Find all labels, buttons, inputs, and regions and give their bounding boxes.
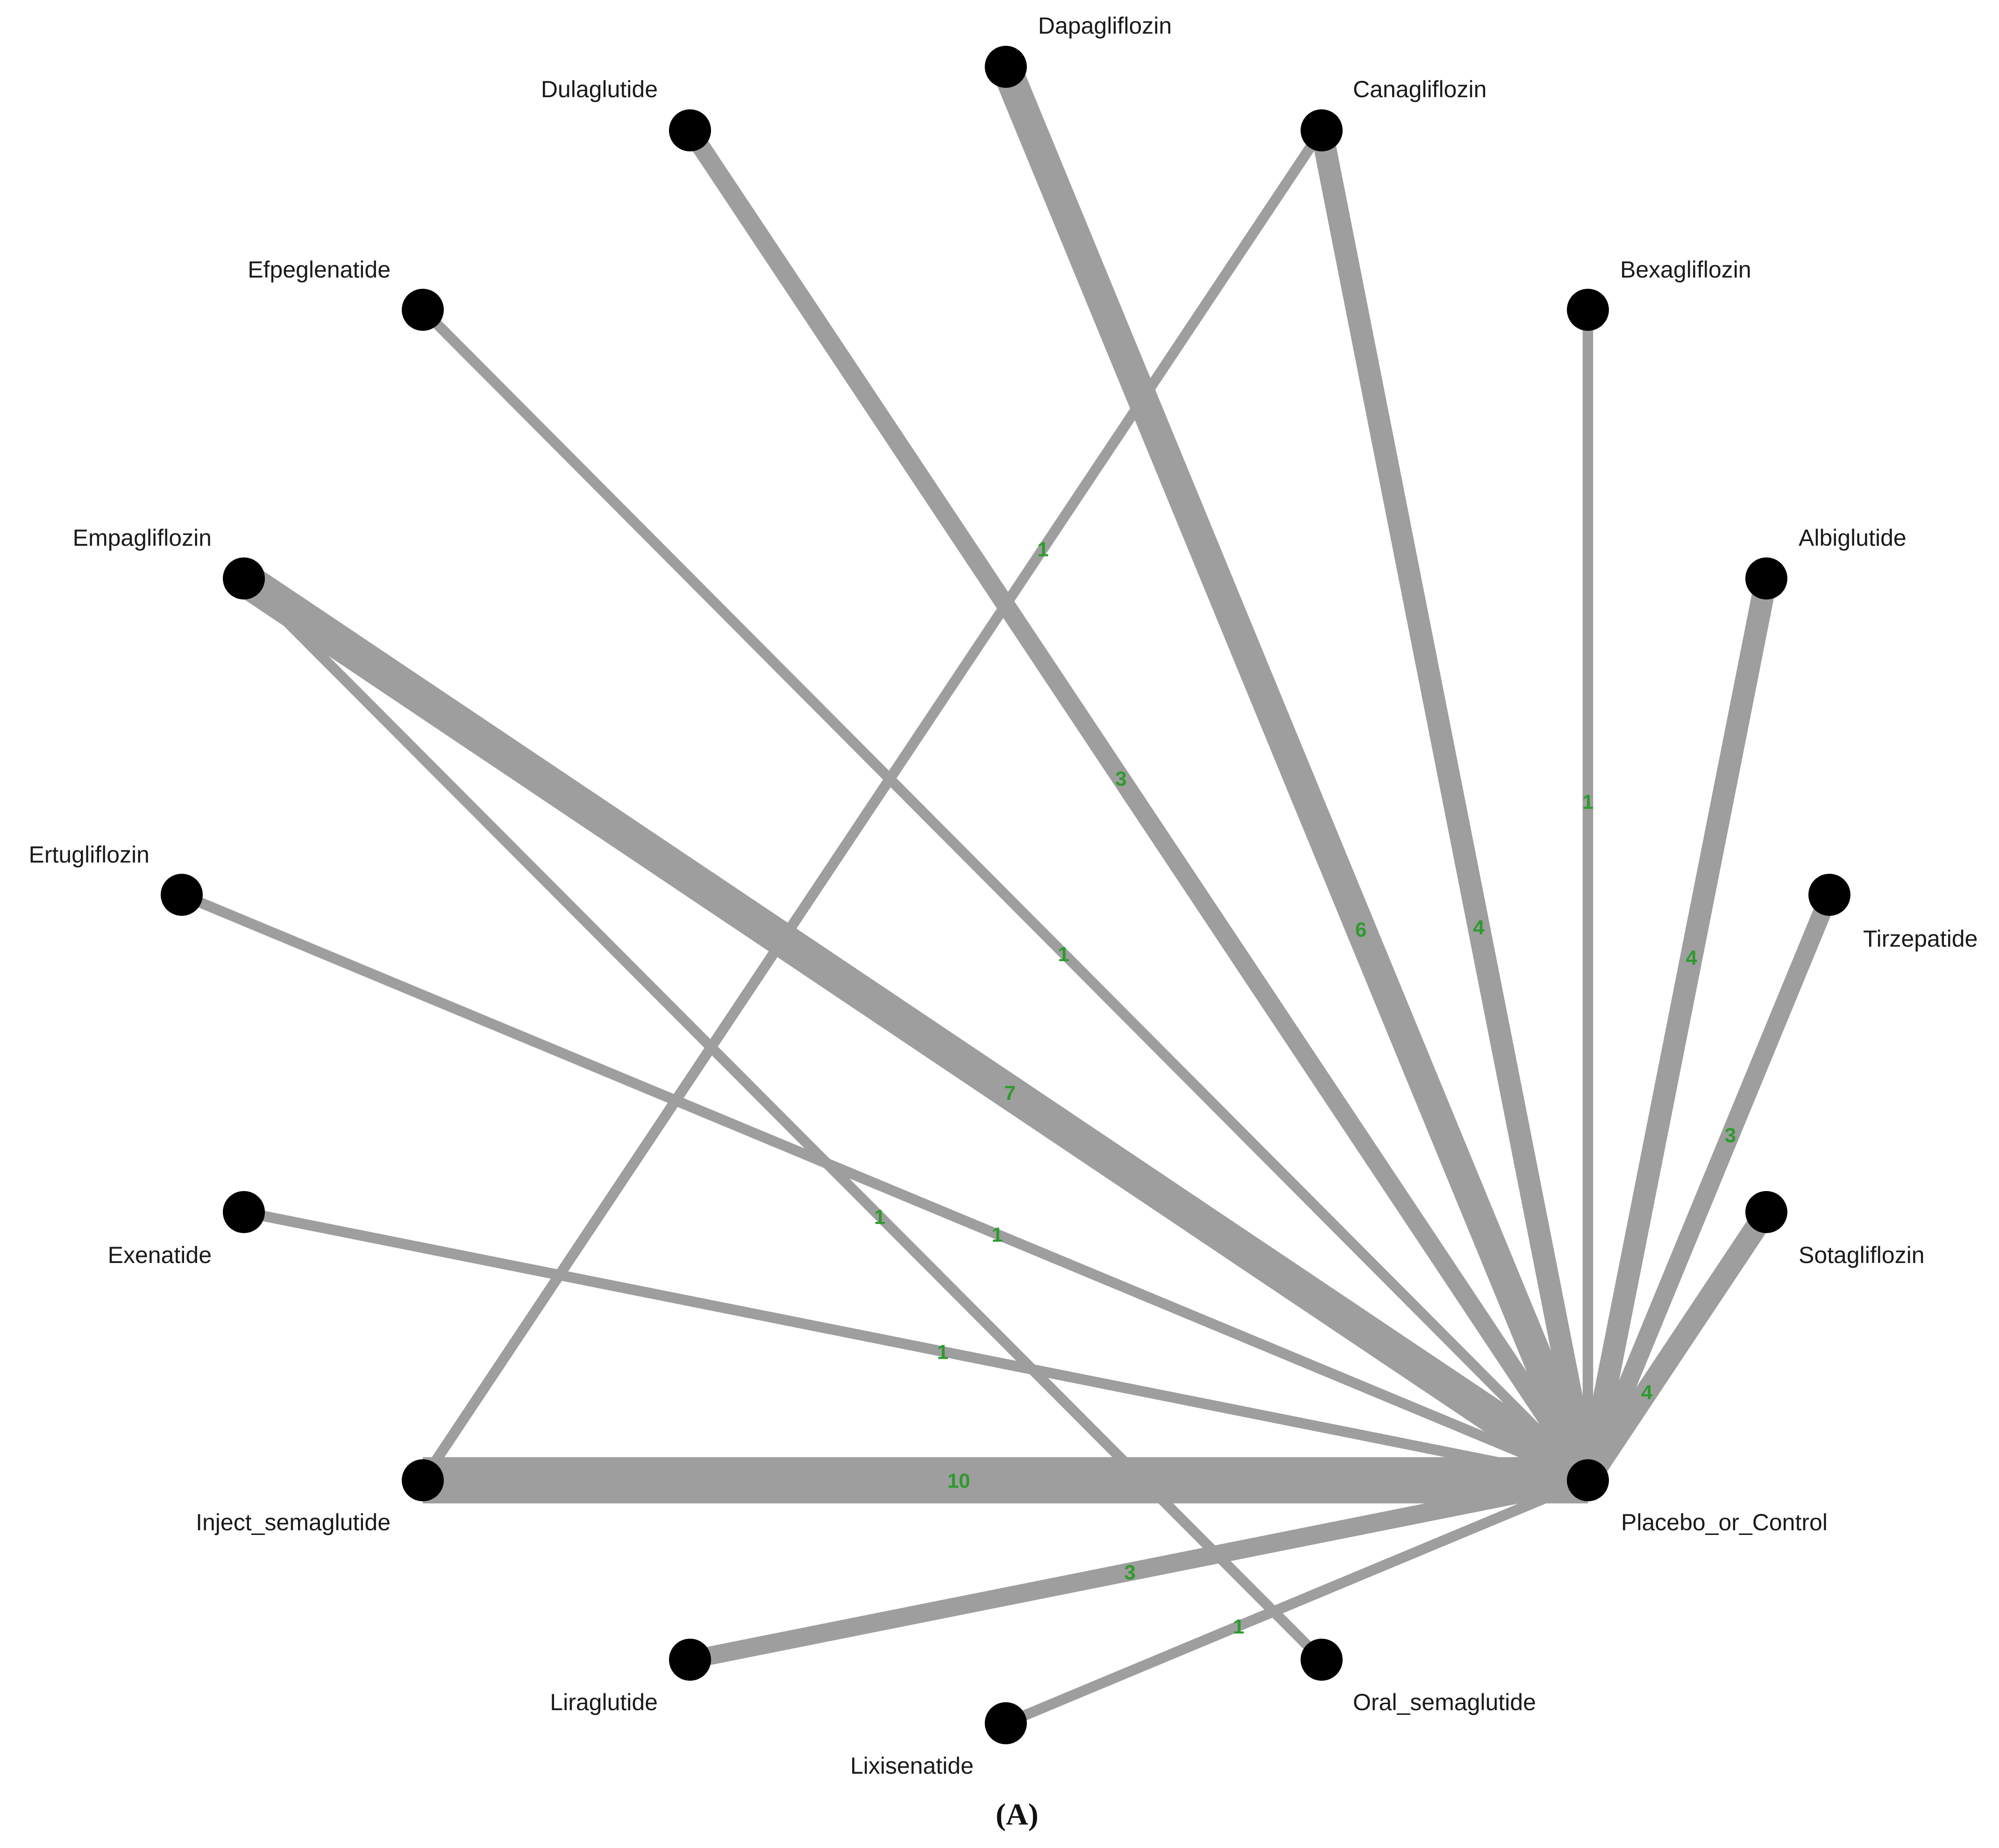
edge-label-empagliflozin-placebo: 7	[1004, 1082, 1016, 1105]
node-canagliflozin	[1301, 109, 1343, 151]
node-label-efpeglenatide: Efpeglenatide	[248, 257, 391, 283]
edge-canagliflozin-inject_semaglutide	[418, 127, 1326, 1484]
node-label-bexagliflozin: Bexagliflozin	[1620, 257, 1751, 283]
edge-label-inject_semaglutide-placebo: 10	[947, 1470, 970, 1492]
node-placebo	[1567, 1459, 1609, 1501]
node-label-dapagliflozin: Dapagliflozin	[1038, 13, 1172, 39]
node-label-tirzepatide: Tirzepatide	[1863, 926, 1978, 952]
edge-label-exenatide-placebo: 1	[937, 1341, 948, 1363]
edge-dulaglutide-placebo	[682, 125, 1596, 1485]
node-label-empagliflozin: Empagliflozin	[73, 525, 212, 551]
edge-label-ertugliflozin-placebo: 1	[992, 1224, 1003, 1247]
node-label-inject_semaglutide: Inject_semaglutide	[196, 1509, 391, 1535]
node-label-dulaglutide: Dulaglutide	[541, 76, 658, 102]
edges-layer	[179, 61, 1838, 1728]
node-oral_semaglutide	[1301, 1639, 1343, 1681]
edge-label-sotagliflozin-placebo: 4	[1641, 1381, 1653, 1404]
edge-label-lixisenatide-placebo: 1	[1233, 1615, 1244, 1638]
edge-label-canagliflozin-placebo: 4	[1473, 916, 1485, 939]
node-bexagliflozin	[1567, 289, 1609, 331]
edge-canagliflozin-placebo	[1310, 128, 1599, 1483]
edge-label-liraglutide-placebo: 3	[1124, 1561, 1136, 1584]
node-dulaglutide	[669, 109, 711, 151]
edge-empagliflozin-placebo	[234, 564, 1598, 1495]
edge-ertugliflozin-placebo	[179, 890, 1590, 1485]
edge-efpeglenatide-placebo	[419, 306, 1592, 1484]
node-labels-layer: Placebo_or_Control DapagliflozinDulagluti…	[29, 13, 1978, 1779]
node-efpeglenatide	[402, 289, 444, 331]
node-label-canagliflozin: Canagliflozin	[1353, 76, 1487, 102]
edge-label-bexagliflozin-placebo: 1	[1582, 791, 1594, 813]
edge-lixisenatide-placebo	[1003, 1475, 1590, 1728]
edge-exenatide-placebo	[242, 1206, 1589, 1486]
node-albiglutide	[1745, 557, 1787, 599]
node-ertugliflozin	[161, 874, 203, 916]
edge-label-dapagliflozin-placebo: 6	[1355, 918, 1366, 941]
node-label-ertugliflozin: Ertugliflozin	[29, 842, 149, 868]
node-tirzepatide	[1808, 874, 1850, 916]
node-lixisenatide	[985, 1702, 1027, 1744]
edge-tirzepatide-placebo	[1579, 891, 1838, 1484]
edge-label-albiglutide-placebo: 4	[1686, 947, 1697, 970]
edge-label-canagliflozin-inject_semaglutide: 1	[1037, 538, 1048, 561]
node-label-albiglutide: Albiglutide	[1799, 525, 1907, 551]
edge-albiglutide-placebo	[1577, 576, 1778, 1483]
node-label-oral_semaglutide: Oral_semaglutide	[1353, 1689, 1536, 1715]
edge-sotagliflozin-placebo	[1579, 1206, 1776, 1487]
node-label-liraglutide: Liraglutide	[550, 1689, 658, 1715]
edge-liraglutide-placebo	[688, 1471, 1590, 1669]
edge-label-dulaglutide-placebo: 3	[1115, 768, 1126, 791]
figure-caption: (A)	[996, 1798, 1039, 1832]
node-sotagliflozin	[1745, 1191, 1787, 1233]
node-label-exenatide: Exenatide	[108, 1242, 212, 1268]
edge-label-efpeglenatide-placebo: 1	[1058, 943, 1069, 966]
node-exenatide	[223, 1191, 265, 1233]
node-label-placebo: Placebo_or_Control	[1621, 1509, 1828, 1535]
node-empagliflozin	[223, 557, 265, 599]
edge-label-empagliflozin-oral_semaglutide: 1	[874, 1206, 885, 1228]
node-inject_semaglutide	[402, 1459, 444, 1501]
node-label-sotagliflozin: Sotagliflozin	[1799, 1242, 1925, 1268]
edge-labels-layer: 6 3 4 1 1 1 7 1 4 1 3 1 4 10 3 1	[874, 538, 1736, 1638]
edge-dapagliflozin-placebo	[991, 61, 1602, 1486]
edge-label-tirzepatide-placebo: 3	[1725, 1124, 1736, 1147]
node-label-lixisenatide: Lixisenatide	[850, 1753, 974, 1779]
node-liraglutide	[669, 1639, 711, 1681]
node-dapagliflozin	[985, 46, 1027, 88]
nodes-layer	[161, 46, 1850, 1744]
